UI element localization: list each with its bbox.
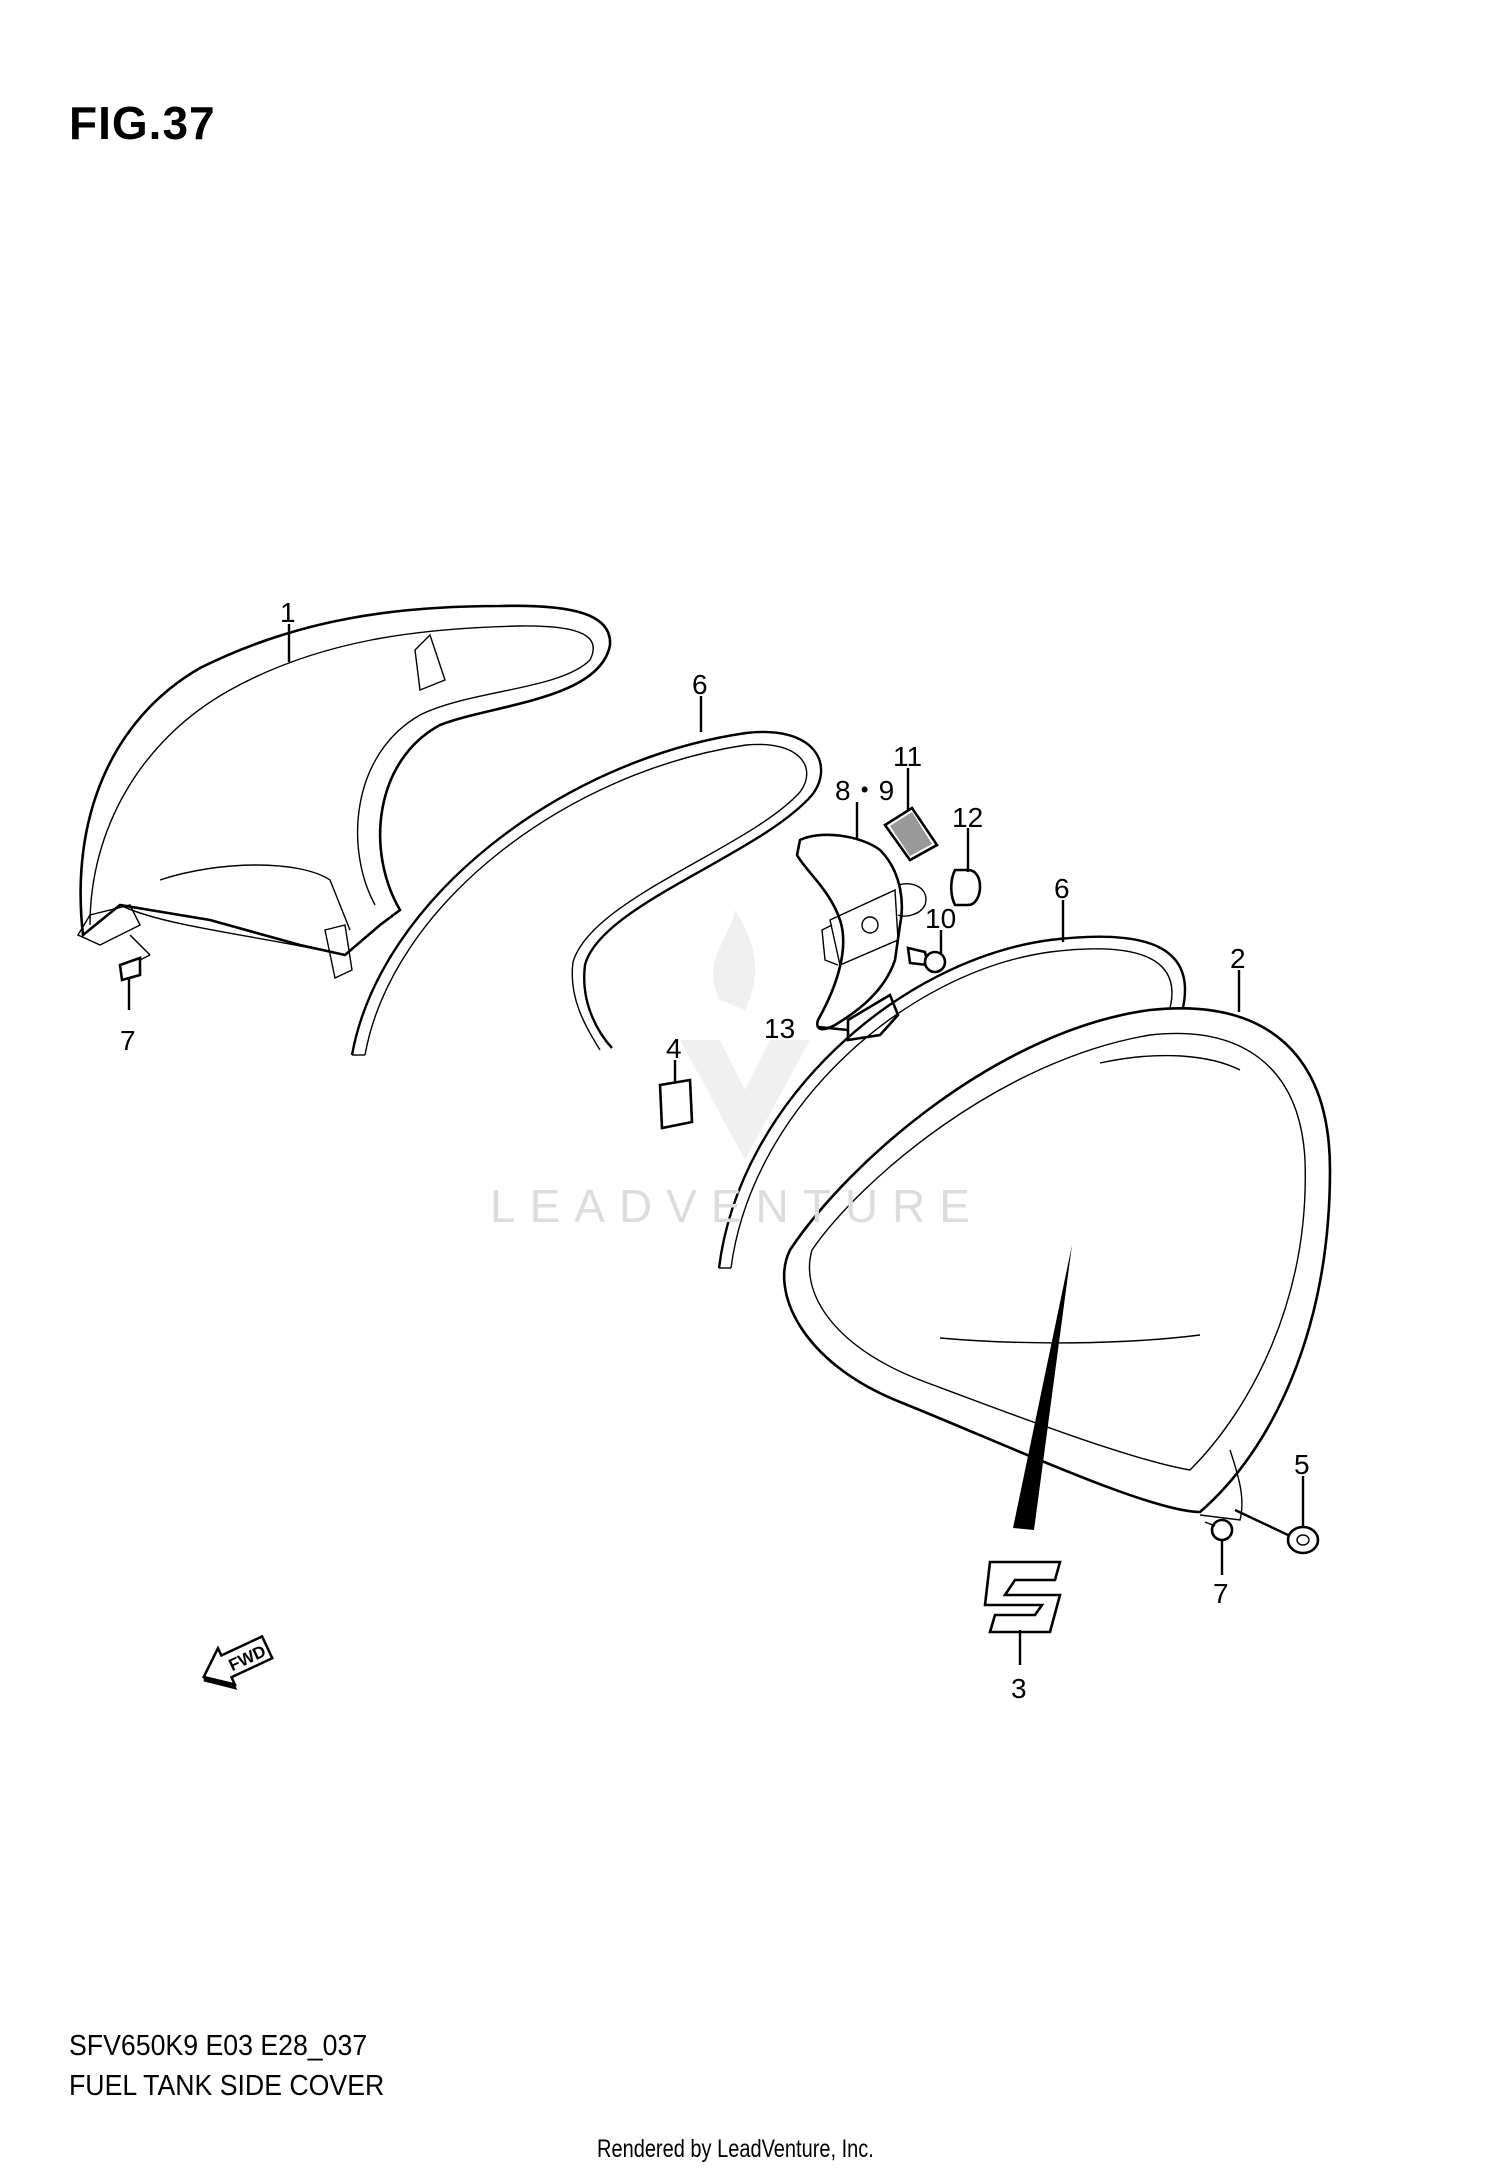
callout-5: 5 xyxy=(1294,1449,1310,1480)
emblem-pointer xyxy=(1013,1245,1072,1530)
figure-label: FIG.37 xyxy=(69,97,216,149)
part-6-seal-right[interactable] xyxy=(717,935,1187,1269)
callout-7a: 7 xyxy=(120,1025,136,1056)
watermark-logo xyxy=(680,910,810,1160)
callout-8-9: 8・9 xyxy=(835,775,894,806)
callout-7b: 7 xyxy=(1213,1578,1229,1609)
part-12-cap[interactable] xyxy=(949,868,982,907)
part-5-grommet[interactable] xyxy=(1286,1525,1320,1555)
part-3-emblem[interactable] xyxy=(983,1560,1062,1634)
diagram-title: FUEL TANK SIDE COVER xyxy=(69,2070,385,2102)
part-7-screw-left[interactable] xyxy=(118,954,151,982)
leader-lines xyxy=(127,624,1305,1665)
callout-10: 10 xyxy=(925,903,956,934)
callout-3: 3 xyxy=(1011,1673,1027,1704)
part-2-right-side-cover[interactable] xyxy=(782,1007,1332,1521)
part-8-9-bracket[interactable] xyxy=(795,833,927,1031)
part-6-seal-left[interactable] xyxy=(350,730,823,1056)
part-10-bolt[interactable] xyxy=(906,946,947,974)
callout-12: 12 xyxy=(952,802,983,833)
rendered-by-credit: Rendered by LeadVenture, Inc. xyxy=(597,2135,874,2163)
callout-6a: 6 xyxy=(692,669,708,700)
part-4-pad[interactable] xyxy=(658,1078,694,1130)
diagram-code: SFV650K9 E03 E28_037 xyxy=(69,2030,368,2062)
callout-6b: 6 xyxy=(1054,873,1070,904)
part-7-screw-right[interactable] xyxy=(1204,1518,1234,1542)
fwd-arrow-icon: FWD xyxy=(201,1634,274,1690)
callout-13: 13 xyxy=(764,1013,795,1044)
callout-11: 11 xyxy=(893,741,922,772)
callout-2: 2 xyxy=(1230,943,1246,974)
part-1-left-side-cover[interactable] xyxy=(76,604,612,980)
part-11-mesh-pad[interactable] xyxy=(883,806,939,862)
callout-1: 1 xyxy=(280,597,296,628)
callout-4: 4 xyxy=(666,1033,682,1064)
